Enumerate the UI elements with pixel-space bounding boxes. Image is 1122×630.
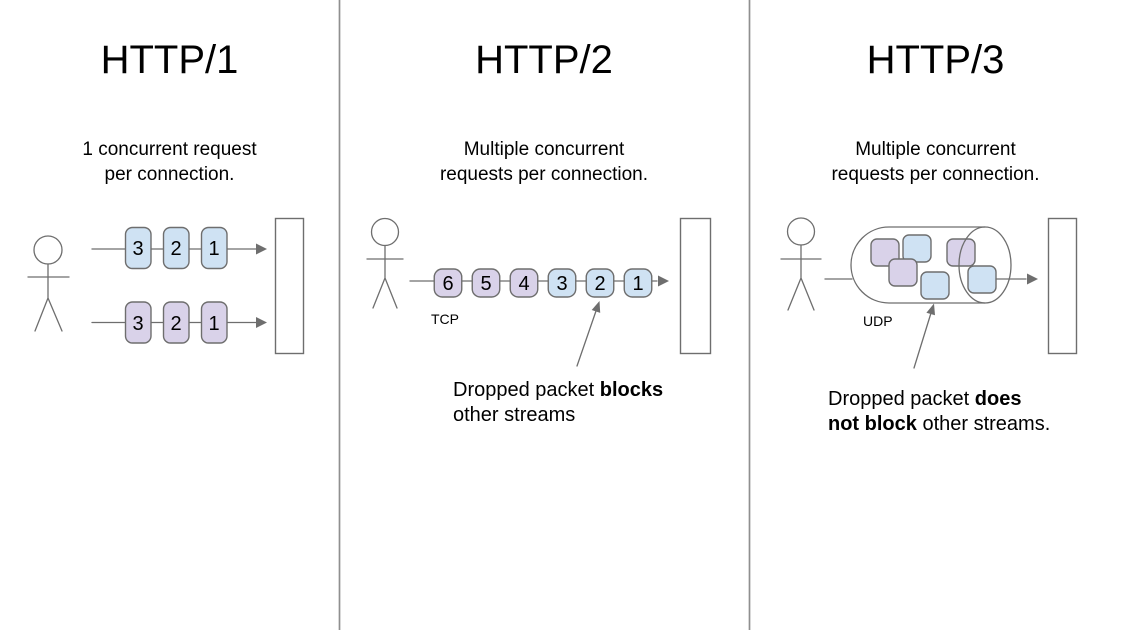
packet-box <box>888 258 918 287</box>
packet-box <box>623 268 653 298</box>
caption-line: Dropped packet does <box>828 387 1050 412</box>
caption-line: other streams <box>453 403 663 428</box>
caption-bold-text: does <box>974 388 1022 410</box>
packet-box <box>585 268 615 298</box>
packet-number: 5 <box>480 273 491 295</box>
packet-number: 2 <box>594 273 605 295</box>
udp-tube <box>850 226 986 304</box>
packet-number: 1 <box>208 313 219 335</box>
caption-text: other streams <box>453 404 576 426</box>
http2-caption: Dropped packet blocks other streams <box>453 378 663 428</box>
packet-box <box>162 226 190 270</box>
stick-figure-body <box>366 244 404 309</box>
callout-arrow-line <box>576 310 597 367</box>
http3-title: HTTP/3 <box>866 38 1005 82</box>
packet-box <box>920 271 950 300</box>
packet-box <box>509 268 539 298</box>
arrowhead-icon <box>256 317 267 328</box>
stick-figure-body <box>780 244 822 311</box>
callout-arrow-line <box>913 312 932 369</box>
stick-figure-head <box>786 217 816 246</box>
packet-box <box>124 301 152 344</box>
packet-box <box>902 234 932 263</box>
packet-number: 1 <box>208 238 219 260</box>
packet-number: 3 <box>556 273 567 295</box>
server-rectangle <box>1047 217 1078 355</box>
caption-line: Dropped packet blocks <box>453 378 663 403</box>
packet-box <box>433 268 463 298</box>
caption-bold-text: not block <box>828 413 917 435</box>
server-rectangle <box>274 217 305 355</box>
packet-box <box>200 301 228 344</box>
packet-box <box>547 268 577 298</box>
client-stick-figure <box>780 217 822 311</box>
http1-graphics: 3 2 1 3 2 1 <box>27 217 305 355</box>
arrowhead-icon <box>591 301 601 313</box>
packet-number: 4 <box>518 273 529 295</box>
packet-number: 2 <box>170 313 181 335</box>
caption-bold-text: blocks <box>599 379 664 401</box>
stick-figure-head <box>370 217 400 247</box>
http3-graphics: UDP <box>780 217 1078 369</box>
packet-number: 6 <box>442 273 453 295</box>
packet-number: 1 <box>632 273 643 295</box>
http1-title: HTTP/1 <box>100 38 239 82</box>
packet-number: 2 <box>170 238 181 260</box>
tube-opening <box>958 226 1012 304</box>
arrowhead-icon <box>658 275 669 287</box>
caption-text: other streams. <box>916 413 1051 435</box>
packet-number: 3 <box>132 238 143 260</box>
arrowhead-icon <box>926 303 935 316</box>
udp-label: UDP <box>863 313 893 329</box>
stick-figure-head <box>33 235 63 265</box>
http1-subtitle: 1 concurrent request per connection. <box>82 139 257 185</box>
client-stick-figure <box>366 217 404 309</box>
packet-box <box>200 226 228 270</box>
client-stick-figure <box>27 235 70 332</box>
packet-box <box>162 301 190 344</box>
stick-figure-body <box>27 263 70 332</box>
packet-number: 3 <box>132 313 143 335</box>
packet-box <box>124 226 152 270</box>
packet-box <box>471 268 501 298</box>
server-rectangle <box>679 217 712 355</box>
caption-line: not block other streams. <box>828 412 1050 437</box>
caption-text: Dropped packet <box>453 379 600 401</box>
caption-text: Dropped packet <box>828 388 975 410</box>
http3-caption: Dropped packet does not block other stre… <box>828 387 1050 437</box>
arrowhead-icon <box>256 243 267 255</box>
packet-box <box>967 265 997 294</box>
tcp-label: TCP <box>431 311 459 327</box>
http2-title: HTTP/2 <box>475 38 613 82</box>
http2-subtitle: Multiple concurrent requests per connect… <box>439 139 649 185</box>
http3-subtitle: Multiple concurrent requests per connect… <box>831 139 1040 185</box>
arrowhead-icon <box>1027 273 1038 285</box>
http2-graphics: 6 5 4 3 2 1 TCP <box>366 217 712 367</box>
